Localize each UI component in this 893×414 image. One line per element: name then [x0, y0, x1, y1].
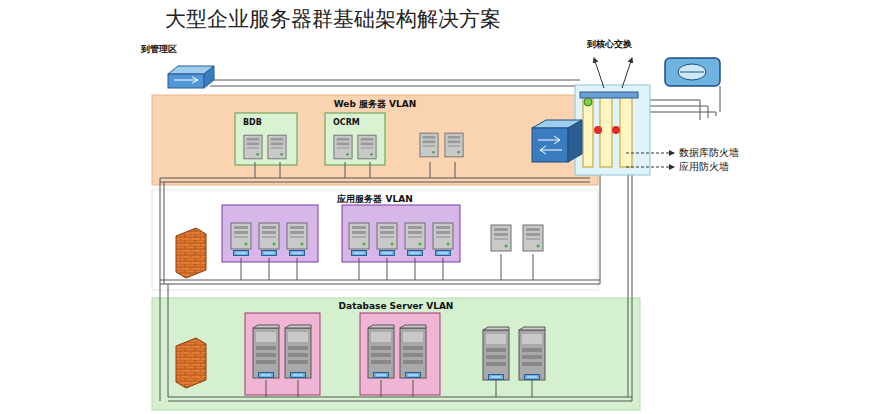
group-label: OCRM [327, 115, 385, 127]
diagram-title: 大型企业服务器群基础架构解决方案 [165, 5, 501, 33]
vlan-band: Web 服务器 VLAN BDB OCRM [152, 95, 598, 185]
destination-label: 到核心交换 [586, 38, 633, 51]
vlan-label: Database Server VLAN [153, 299, 639, 311]
vlan-label: 应用服务器 VLAN [153, 191, 597, 206]
firewall-label: 应用防火墙 [678, 160, 730, 174]
server-group-box: BDB [236, 114, 298, 166]
firewall-label: 数据库防火墙 [678, 146, 740, 160]
vlan-band: Database Server VLAN [152, 298, 640, 410]
vlan-label: Web 服务器 VLAN [153, 96, 597, 111]
destination-label: 到管理区 [140, 43, 178, 56]
server-group-box: OCRM [326, 114, 386, 166]
group-label: BDB [237, 115, 297, 127]
vlan-band: 应用服务器 VLAN [152, 190, 598, 290]
